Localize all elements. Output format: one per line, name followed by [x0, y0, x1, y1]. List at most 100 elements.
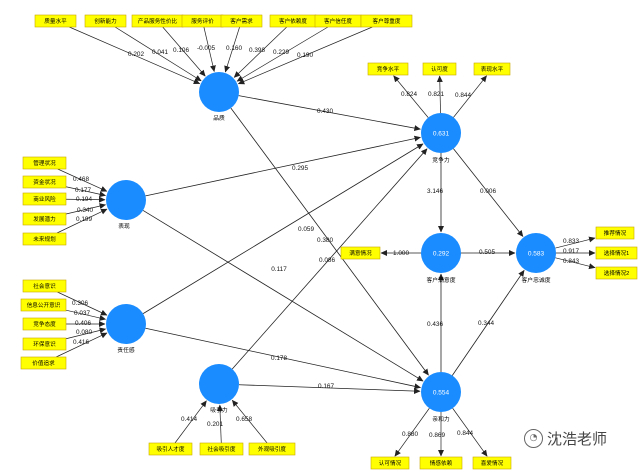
- indicator-label-l2: 选择情况1: [604, 249, 630, 257]
- indicator-weight-l2: 0.917: [563, 248, 579, 255]
- latent-node-affin[interactable]: [421, 372, 461, 412]
- indicator-weight-c2: 0.821: [428, 91, 444, 98]
- wechat-icon: ◔: [524, 429, 543, 448]
- indicator-weight-f2: 0.869: [429, 432, 445, 439]
- indicator-arrow-c1: [393, 75, 429, 118]
- indicator-weight-s3: 0.406: [75, 320, 91, 327]
- indicator-label-q4: 服务评价: [191, 17, 214, 25]
- indicator-box-p4[interactable]: [22, 212, 67, 226]
- indicator-box-p1[interactable]: [22, 156, 67, 170]
- latent-node-loyal[interactable]: [516, 233, 556, 273]
- path-weight-quality-comp: 0.430: [317, 108, 333, 115]
- path-arrow-affin-loyal: [451, 269, 525, 376]
- indicator-box-s4[interactable]: [22, 337, 67, 351]
- indicator-weight-q4: -0.005: [197, 45, 216, 52]
- indicator-label-p4: 发展潜力: [33, 215, 56, 223]
- indicator-box-s2[interactable]: [20, 298, 67, 312]
- indicator-arrow-q5: [224, 26, 240, 73]
- indicator-box-p5[interactable]: [22, 232, 67, 246]
- indicator-box-s3[interactable]: [22, 317, 67, 331]
- path-arrow-resp-affin: [145, 327, 421, 390]
- indicator-weight-q6: 0.398: [249, 47, 265, 54]
- indicator-label-t1: 满意情况: [349, 249, 372, 257]
- indicator-label-p5: 未来规划: [33, 235, 56, 243]
- indicator-box-a3[interactable]: [248, 442, 296, 456]
- latent-name-loyal: 客户忠诚度: [522, 276, 551, 284]
- indicator-box-l1[interactable]: [595, 226, 635, 240]
- indicator-label-p1: 管理状况: [33, 159, 56, 167]
- indicator-arrow-p5: [56, 208, 108, 234]
- latent-node-comp[interactable]: [421, 113, 461, 153]
- indicator-arrow-s5: [56, 332, 108, 358]
- path-arrow-quality-comp: [238, 95, 421, 132]
- indicator-box-f2[interactable]: [419, 456, 463, 470]
- latent-name-attr: 吸引力: [210, 406, 228, 414]
- indicator-label-q2: 创新能力: [94, 17, 117, 25]
- indicator-box-l3[interactable]: [595, 266, 638, 280]
- indicator-weight-f1: 0.880: [402, 431, 418, 438]
- path-weight-quality-affin: 0.380: [317, 237, 333, 244]
- indicator-box-a2[interactable]: [199, 442, 244, 456]
- latent-node-attr[interactable]: [199, 364, 239, 404]
- indicator-arrow-c3: [453, 75, 487, 118]
- latent-name-sat: 客户满意度: [427, 276, 456, 284]
- indicator-label-q6: 客户依赖度: [279, 17, 307, 25]
- latent-node-resp[interactable]: [106, 304, 146, 344]
- indicator-box-a1[interactable]: [148, 442, 193, 456]
- r-squared-loyal: 0.583: [528, 250, 545, 257]
- indicator-weight-c1: 0.824: [401, 91, 417, 98]
- watermark: ◔ 沈浩老师: [524, 428, 607, 449]
- latent-name-quality: 品质: [213, 114, 225, 122]
- indicator-box-p2[interactable]: [22, 175, 67, 189]
- indicator-box-s1[interactable]: [22, 279, 67, 293]
- indicator-arrow-s1: [57, 291, 108, 316]
- indicator-box-f3[interactable]: [472, 456, 512, 470]
- indicator-weight-s2: 0.037: [74, 310, 90, 317]
- indicator-label-q5: 客户需求: [230, 17, 253, 25]
- indicator-weight-f3: 0.844: [457, 430, 473, 437]
- indicator-weight-p4: 0.340: [77, 207, 93, 214]
- indicator-arrow-q8: [237, 26, 373, 85]
- path-weight-sat-loyal: 0.505: [479, 249, 495, 256]
- indicator-label-f1: 认可情况: [379, 459, 402, 467]
- indicator-label-f3: 喜爱情况: [481, 459, 504, 467]
- indicator-arrow-a2: [217, 404, 224, 444]
- indicator-box-q8[interactable]: [360, 14, 413, 28]
- indicator-label-a2: 社会吸引度: [208, 445, 236, 453]
- indicator-arrow-p1: [57, 168, 108, 192]
- indicator-box-p3[interactable]: [22, 192, 67, 206]
- path-weight-resp-comp: 0.086: [319, 257, 335, 264]
- indicator-box-q2[interactable]: [84, 14, 127, 28]
- indicator-weight-q8: 0.190: [297, 52, 313, 59]
- indicator-arrow-f3: [452, 408, 488, 457]
- path-arrow-attr-affin: [238, 384, 421, 395]
- indicator-box-c2[interactable]: [422, 62, 457, 76]
- indicator-label-l3: 选择情况2: [604, 269, 630, 277]
- latent-node-perf[interactable]: [106, 180, 146, 220]
- indicator-box-l2[interactable]: [595, 246, 638, 260]
- indicator-box-q5[interactable]: [220, 14, 263, 28]
- indicator-arrow-s2: [65, 309, 107, 321]
- indicator-label-a1: 吸引人才度: [157, 445, 185, 453]
- indicator-box-t1[interactable]: [340, 246, 381, 260]
- indicator-arrow-l1: [555, 236, 596, 249]
- indicator-box-f1[interactable]: [370, 456, 410, 470]
- indicator-label-p3: 商业风险: [33, 195, 56, 203]
- indicator-arrow-a1: [174, 400, 207, 444]
- indicator-weight-p1: 0.468: [73, 176, 89, 183]
- indicator-label-s4: 环保意识: [33, 340, 56, 348]
- indicator-box-c1[interactable]: [367, 62, 409, 76]
- indicator-arrow-q7: [236, 26, 329, 82]
- indicator-label-q1: 质量水平: [44, 17, 67, 25]
- indicator-box-s5[interactable]: [20, 356, 67, 370]
- indicator-label-l1: 推荐情况: [604, 229, 627, 237]
- indicator-label-s2: 信息公开意识: [27, 301, 61, 309]
- indicator-arrow-s4: [65, 327, 107, 340]
- indicator-weight-a3: 0.658: [236, 416, 252, 423]
- latent-node-quality[interactable]: [199, 72, 239, 112]
- indicator-weight-s4: 0.080: [76, 329, 92, 336]
- indicator-box-c3[interactable]: [473, 62, 511, 76]
- indicator-box-q1[interactable]: [34, 14, 77, 28]
- latent-node-sat[interactable]: [421, 233, 461, 273]
- r-squared-affin: 0.554: [433, 389, 450, 396]
